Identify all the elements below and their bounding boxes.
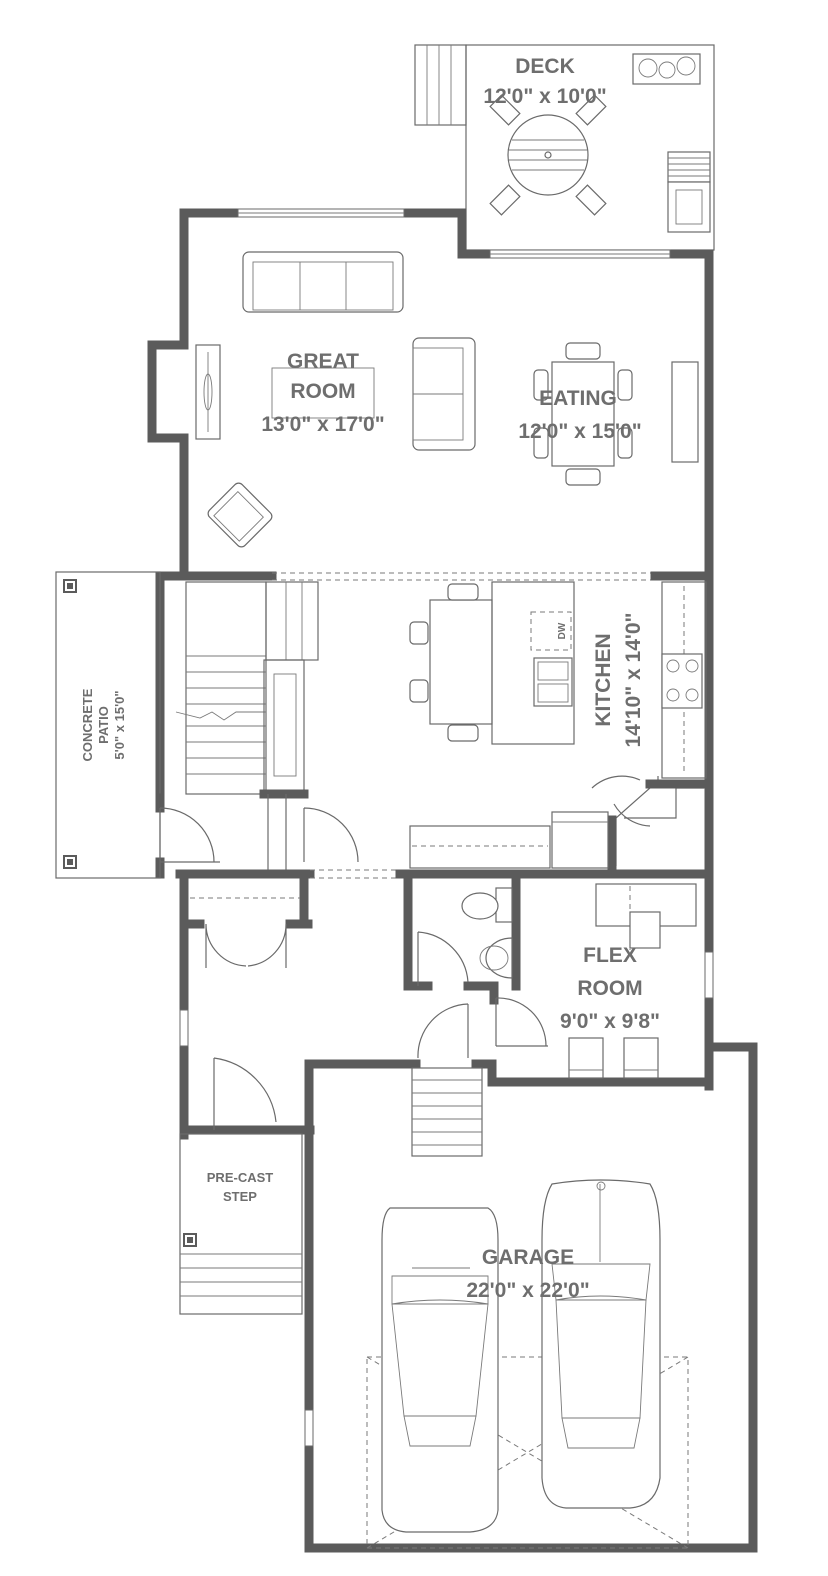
pre-cast-step-label-line1: PRE-CAST (207, 1170, 274, 1185)
patio-door-icon (155, 793, 220, 863)
planter-icon (632, 53, 701, 85)
pre-cast-step-label-line2: STEP (223, 1189, 257, 1204)
desk-chair-icon (629, 911, 661, 949)
pre-cast-step: PRE-CAST STEP (179, 1133, 303, 1315)
flex-room: FLEX ROOM 9'0" x 9'8" (495, 883, 697, 1079)
kitchen: DW KITCHEN 14'10" (409, 581, 714, 879)
exterior-walls (147, 208, 714, 885)
eating-dims: 12'0" x 15'0" (518, 420, 641, 443)
deck-dims: 12'0" x 10'0" (483, 85, 606, 108)
range-icon (661, 653, 703, 709)
flex-room-label-line2: ROOM (577, 977, 642, 1000)
bathroom-sink-icon (479, 937, 513, 979)
garage-label: GARAGE (482, 1246, 574, 1269)
concrete-patio: CONCRETE PATIO 5'0" x 15'0" (55, 571, 161, 879)
deck-table-icon (489, 94, 607, 216)
coffee-table-icon (271, 367, 375, 419)
sink-icon (533, 657, 573, 707)
front-door-icon (213, 1057, 277, 1130)
concrete-patio-label-line1: CONCRETE (80, 688, 95, 761)
kitchen-label: KITCHEN (592, 633, 615, 726)
dishwasher-label: DW (557, 622, 568, 639)
great-room: GREAT ROOM 13'0" x 17'0" (195, 251, 476, 548)
sofa-icon (242, 251, 404, 313)
armchair-icon (207, 482, 273, 548)
dining-table-icon (533, 342, 633, 486)
lounge-chair-icon (667, 151, 711, 233)
concrete-patio-dims: 5'0" x 15'0" (112, 690, 127, 759)
concrete-patio-label-line2: PATIO (96, 706, 111, 744)
kitchen-island-icon (409, 583, 493, 742)
kitchen-dims: 14'10" x 14'0" (622, 612, 645, 747)
car-icon (541, 1179, 661, 1509)
main-stairs (175, 581, 319, 870)
toilet-icon (461, 887, 513, 923)
fireplace-icon (195, 344, 221, 440)
loveseat-icon (412, 337, 476, 451)
garage: GARAGE 22'0" x 22'0" (366, 1179, 689, 1549)
eating-area: EATING 12'0" x 15'0" (518, 342, 699, 486)
closet-door-icon (303, 807, 359, 863)
car-icon (381, 1207, 499, 1533)
deck-label: DECK (515, 55, 575, 78)
flex-chair-icon (568, 1037, 659, 1079)
flex-room-label-line1: FLEX (583, 944, 637, 967)
great-room-label-line1: GREAT (287, 350, 359, 373)
eating-label: EATING (539, 387, 617, 410)
fridge-icon (551, 811, 609, 869)
garage-stairs (411, 1003, 483, 1157)
deck-area: DECK 12'0" x 10'0" (414, 44, 715, 251)
great-room-label-line2: ROOM (290, 380, 355, 403)
flex-room-dims: 9'0" x 9'8" (560, 1010, 660, 1033)
great-room-dims: 13'0" x 17'0" (261, 413, 384, 436)
entry-walls (179, 869, 758, 1553)
garage-dims: 22'0" x 22'0" (466, 1279, 589, 1302)
sideboard-icon (671, 361, 699, 463)
